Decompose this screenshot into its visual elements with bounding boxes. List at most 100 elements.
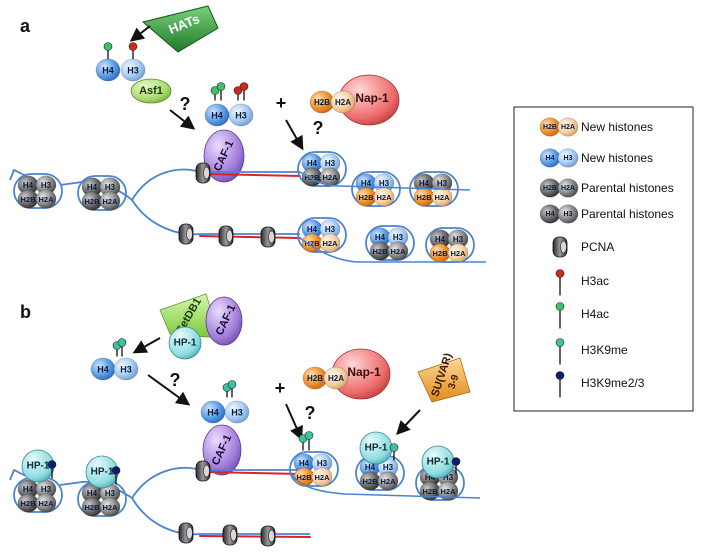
nascent-strand: [204, 471, 301, 475]
histone-ball: [228, 103, 254, 127]
histone-label: H4: [361, 179, 372, 188]
histone-ball: [437, 481, 459, 501]
histone-label: H2B: [84, 503, 100, 512]
histone-label: H3: [437, 179, 448, 188]
dna-wrap: [13, 173, 63, 209]
legend-icon: [552, 236, 568, 258]
legend-label: New histones: [581, 120, 653, 134]
histone-h2a: H2A: [431, 187, 453, 207]
histone-label: H2B: [307, 374, 323, 383]
legend-label: New histones: [581, 151, 653, 165]
legend-item: New histones: [581, 151, 653, 165]
question-mark: ?: [305, 403, 316, 423]
histone-ball: [224, 400, 250, 424]
histone-h2a: H2A: [99, 497, 121, 517]
arrow-suvar-to-hp1: [396, 409, 421, 436]
pcna-ring: [195, 162, 211, 184]
histone-h3: H3: [224, 400, 250, 424]
nap1-label: Nap-1: [347, 365, 381, 379]
histone-label: H2A: [561, 124, 575, 131]
histone-h2b: H2B: [301, 167, 323, 187]
dna-daughter: [131, 497, 310, 536]
histone-h2b: H2B: [369, 241, 391, 261]
histone-label: H2B: [304, 239, 320, 248]
plus-sign: +: [276, 93, 287, 113]
question-mark: ?: [170, 370, 181, 390]
histone-label: H4: [102, 66, 114, 76]
histone-label: H2B: [314, 98, 330, 107]
dna-wrap: [365, 225, 415, 261]
arrow-nap1-to-fork: [285, 403, 303, 441]
legend-icon: H2A: [557, 178, 579, 198]
legend-icon: H4: [539, 204, 561, 224]
pin-head: [555, 302, 565, 311]
histone-h2a: H2A: [437, 481, 459, 501]
h3k9me-pin: [389, 443, 399, 461]
histone-ball: [35, 493, 57, 513]
h3k9me23-pin: [47, 460, 57, 479]
dna-daughter: [299, 171, 471, 191]
pin-head: [227, 380, 237, 389]
histone-ball: [95, 58, 121, 82]
histone-label: H2A: [314, 473, 330, 482]
histone-h2b: H2B: [81, 191, 103, 211]
hp1-label: HP-1: [174, 338, 197, 349]
pin-head: [233, 86, 243, 95]
arrow-asf1-to-caf1: [169, 109, 196, 130]
histone-label: H3: [127, 66, 139, 76]
histone-label: H3: [564, 155, 573, 162]
histone-label: H3: [383, 463, 394, 472]
pcna-ring: [222, 524, 238, 546]
pcna-hole: [268, 230, 275, 244]
histone-label: H3: [379, 179, 390, 188]
histone-h2a: H2A: [319, 167, 341, 187]
histone-label: H2A: [102, 503, 118, 512]
histone-label: H4: [299, 459, 310, 468]
histone-ball: [323, 366, 349, 390]
histone-ball: [311, 467, 333, 487]
histone-label: H3: [235, 111, 247, 121]
asf1-chaperone: [130, 78, 172, 104]
histone-ball: [99, 191, 121, 211]
histone-h2b: H2B: [81, 497, 103, 517]
histone-label: H3: [105, 489, 116, 498]
pin-head: [304, 431, 314, 440]
histone-label: H3: [325, 159, 336, 168]
dna-daughter: [299, 237, 486, 263]
histone-h2b: H2B: [429, 243, 451, 263]
legend-icon: H2B: [539, 178, 561, 198]
histone-label: H2A: [102, 197, 118, 206]
histone-label: H2B: [416, 193, 432, 202]
arrow-nap1-to-fork: [285, 119, 304, 151]
caf1-chaperone: [202, 424, 242, 476]
legend-item: Parental histones: [581, 181, 674, 195]
legend-icon: H4: [539, 148, 561, 168]
legend-icon: [555, 371, 565, 398]
legend-item: H3K9me: [581, 343, 628, 357]
histone-ball: [99, 497, 121, 517]
pcna-hole: [203, 464, 210, 478]
histone-label: H4: [211, 111, 223, 121]
legend-item: H4ac: [581, 307, 609, 321]
histone-label: H2A: [322, 173, 338, 182]
pcna-hole: [203, 166, 210, 180]
histone-label: H4: [307, 159, 318, 168]
plus-sign: +: [275, 378, 286, 398]
legend-label: H3K9me: [581, 343, 628, 357]
arrow-setdb1-to-histones: [132, 337, 161, 354]
legend-label: H3K9me2/3: [581, 376, 645, 390]
histone-label: H3: [41, 485, 52, 494]
histone-h4: H4: [204, 103, 230, 127]
hats-enzyme: [141, 5, 219, 53]
pin-head: [239, 82, 249, 91]
histone-h2a: H2A: [35, 189, 57, 209]
h3ac-pin: [239, 82, 249, 101]
legend-item: Parental histones: [581, 207, 674, 221]
histone-label: H3: [105, 183, 116, 192]
histone-label: H2A: [440, 487, 456, 496]
dna-daughter: [289, 471, 481, 499]
legend-label: H3ac: [581, 274, 609, 288]
dna-wrap: [289, 451, 339, 487]
histone-label: H2B: [84, 197, 100, 206]
